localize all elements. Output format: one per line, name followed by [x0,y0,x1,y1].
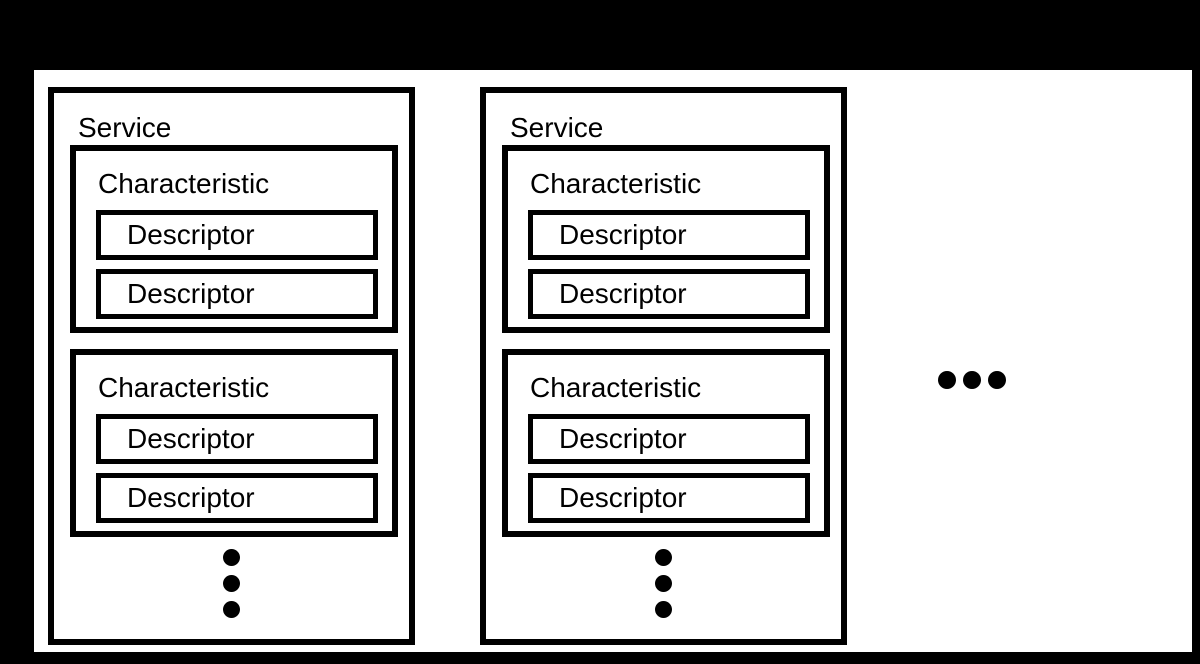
descriptor-box: Descriptor [96,414,378,464]
characteristic-label: Characteristic [98,372,270,403]
descriptor-box: Descriptor [528,414,810,464]
horizontal-ellipsis-icon [938,371,1006,389]
characteristic-label: Characteristic [98,168,270,199]
characteristic-label: Characteristic [530,372,702,403]
descriptor-label: Descriptor [559,423,687,454]
descriptor-box: Descriptor [528,473,810,523]
descriptor-label: Descriptor [127,278,255,309]
descriptor-box: Descriptor [528,269,810,319]
descriptor-label: Descriptor [127,482,255,513]
descriptor-box: Descriptor [96,210,378,260]
service-box: Service Characteristic Descriptor Descri… [480,87,847,645]
descriptor-label: Descriptor [559,482,687,513]
characteristic-box: Characteristic Descriptor Descriptor [502,145,830,333]
descriptor-box: Descriptor [96,269,378,319]
characteristic-box: Characteristic Descriptor Descriptor [70,145,398,333]
descriptor-label: Descriptor [559,219,687,250]
characteristic-box: Characteristic Descriptor Descriptor [502,349,830,537]
descriptor-label: Descriptor [559,278,687,309]
service-box: Service Characteristic Descriptor Descri… [48,87,415,645]
service-label: Service [78,112,172,143]
descriptor-label: Descriptor [127,219,255,250]
diagram-surface: Service Characteristic Descriptor Descri… [34,70,1192,652]
service-label: Service [510,112,604,143]
descriptor-box: Descriptor [96,473,378,523]
descriptor-box: Descriptor [528,210,810,260]
vertical-ellipsis-icon [54,549,409,618]
descriptor-label: Descriptor [127,423,255,454]
characteristic-box: Characteristic Descriptor Descriptor [70,349,398,537]
vertical-ellipsis-icon [486,549,841,618]
characteristic-label: Characteristic [530,168,702,199]
